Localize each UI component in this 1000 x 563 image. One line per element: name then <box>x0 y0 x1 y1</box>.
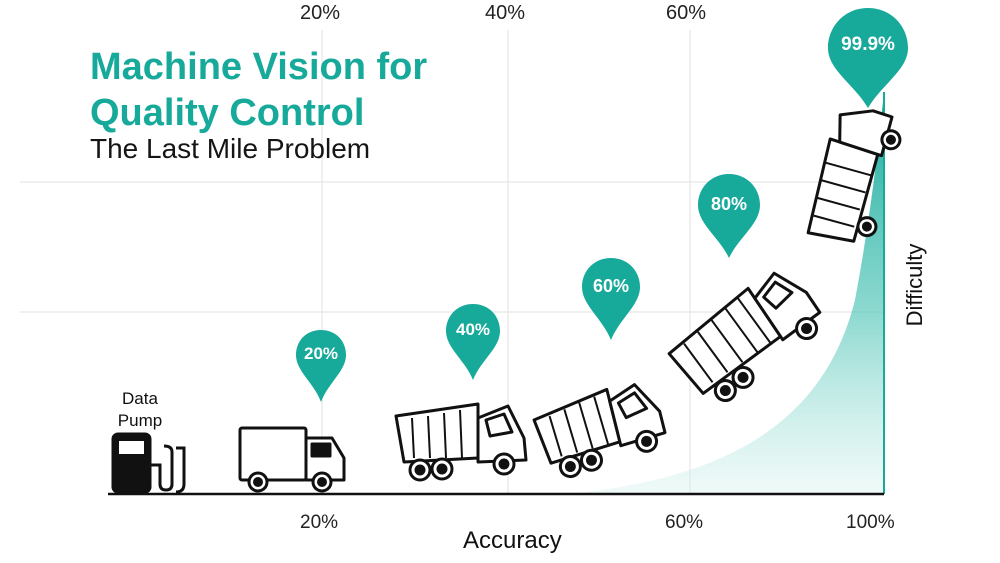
fuel-pump-icon <box>111 432 186 494</box>
dump-truck-icon <box>806 109 902 243</box>
milestone-label: 60% <box>592 276 630 296</box>
data-pump-label: Data Pump <box>117 389 163 430</box>
location-pin-icon: 60% <box>580 256 642 342</box>
subtitle: The Last Mile Problem <box>90 133 371 164</box>
bottom-axis-tick: 20% <box>300 512 339 533</box>
dump-truck-icon <box>667 271 822 403</box>
milestone-label: 40% <box>455 320 491 339</box>
x-axis-label: Accuracy <box>463 527 562 554</box>
location-pin-icon: 99.9% <box>826 6 910 110</box>
location-pin-icon: 80% <box>696 172 762 260</box>
bottom-axis-tick: 60% <box>665 512 704 533</box>
dump-truck-icon <box>532 383 667 479</box>
milestone-label: 99.9% <box>841 34 895 55</box>
milestone-label: 80% <box>710 194 748 214</box>
top-axis-tick: 20% <box>300 2 341 24</box>
top-axis-tick: 40% <box>485 2 526 24</box>
difficulty-curve-area <box>570 92 884 494</box>
bottom-axis-tick: 100% <box>846 512 895 533</box>
dump-truck-icon <box>394 402 528 482</box>
title: Machine Vision for Quality Control <box>90 44 427 136</box>
location-pin-icon: 40% <box>444 302 502 382</box>
location-pin-icon: 20% <box>294 328 348 404</box>
title-line-2: Quality Control <box>90 92 365 134</box>
milestone-label: 20% <box>303 344 339 363</box>
box-truck-icon <box>238 426 346 493</box>
top-axis-tick: 60% <box>666 2 707 24</box>
title-line-1: Machine Vision for <box>90 46 428 88</box>
y-axis-label: Difficulty <box>902 243 927 327</box>
